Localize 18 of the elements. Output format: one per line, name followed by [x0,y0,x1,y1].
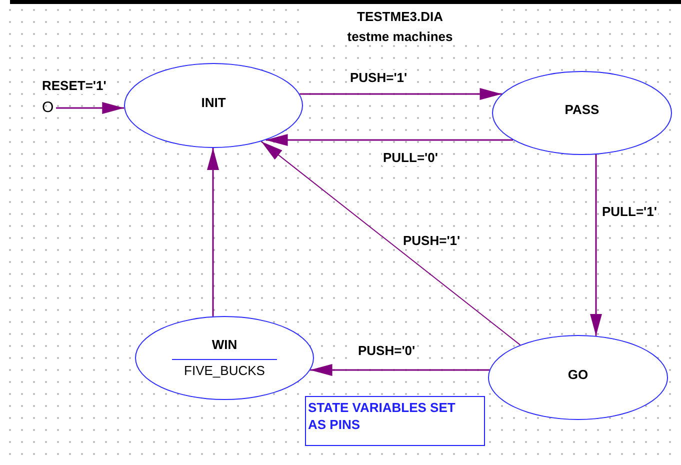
transition-arrow [300,88,502,100]
transition-arrow [310,364,490,376]
state-name: INIT [201,94,226,112]
edge-label: PUSH='1' [349,70,408,86]
transition-arrow [207,148,219,316]
state-name: GO [568,366,588,384]
transition-arrow [266,134,514,146]
note-box: STATE VARIABLES SET AS PINS [305,396,485,446]
state-name: PASS [564,102,600,119]
transition-arrow [56,102,124,114]
edge-label: RESET='1' [41,78,108,94]
edge-label: PUSH='0' [357,343,416,359]
transition-arrow [590,154,602,336]
state-output: FIVE_BUCKS [172,359,277,379]
state-name: WIN [212,337,238,354]
transition-arrow [260,140,521,346]
start-marker: O [42,98,54,118]
edge-label: PULL='0' [382,150,439,166]
